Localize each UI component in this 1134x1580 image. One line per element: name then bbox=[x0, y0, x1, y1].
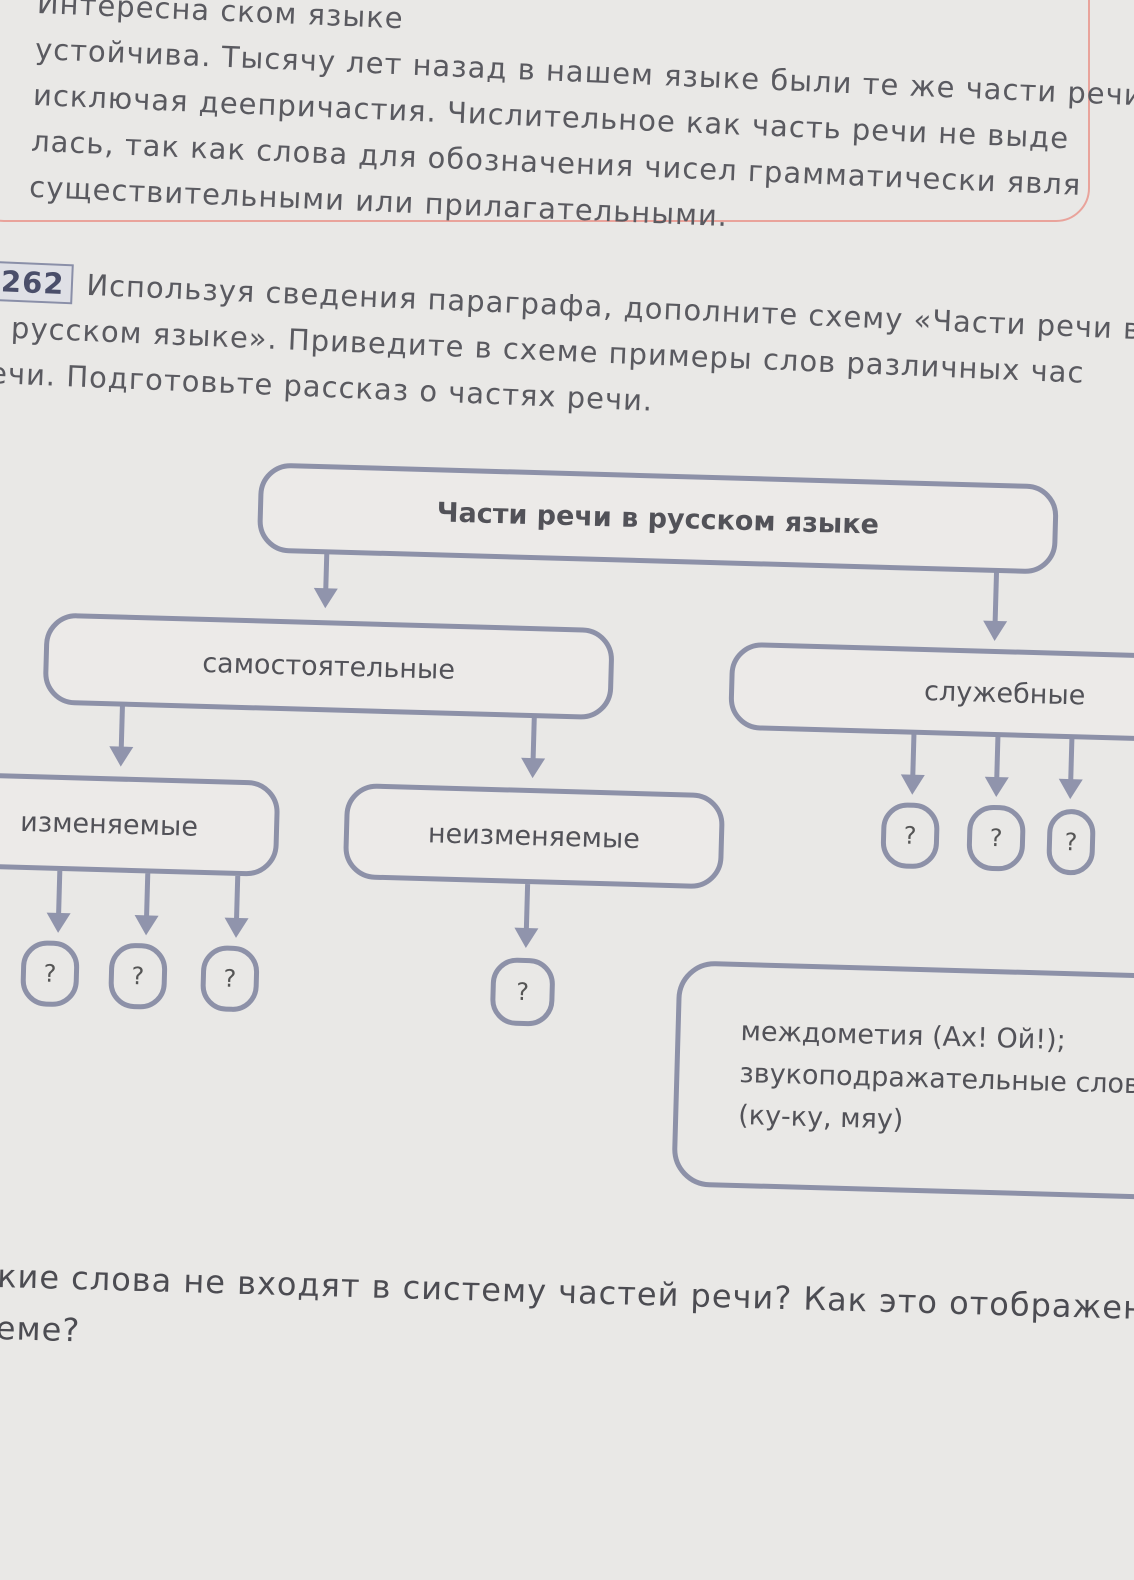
arrow-head bbox=[514, 927, 539, 948]
arrow bbox=[910, 732, 917, 777]
arrow-head bbox=[521, 757, 546, 779]
arrow-head bbox=[109, 746, 134, 767]
arrow bbox=[234, 875, 241, 920]
placeholder-box: ? bbox=[966, 804, 1027, 872]
placeholder-mark: ? bbox=[1064, 827, 1078, 857]
arrow-head bbox=[900, 774, 925, 795]
arrow-head bbox=[134, 915, 159, 936]
changeable-label: изменяемые bbox=[19, 806, 199, 843]
unchangeable-box: неизменяемые bbox=[342, 782, 726, 890]
independent-label: самостоятельные bbox=[201, 647, 456, 686]
arrow bbox=[992, 570, 1000, 624]
placeholder-box: ? bbox=[107, 942, 168, 1010]
arrow bbox=[56, 870, 63, 915]
service-label: служебные bbox=[923, 675, 1086, 712]
arrow bbox=[1068, 737, 1075, 782]
arrow bbox=[530, 716, 537, 761]
arrow bbox=[994, 735, 1001, 780]
unchangeable-label: неизменяемые bbox=[427, 817, 641, 855]
placeholder-mark: ? bbox=[223, 964, 237, 993]
placeholder-mark: ? bbox=[989, 823, 1003, 853]
placeholder-box: ? bbox=[20, 939, 80, 1008]
arrow bbox=[144, 873, 151, 918]
arrow-head bbox=[46, 912, 71, 933]
arrow-head bbox=[313, 587, 338, 609]
placeholder-box: ? bbox=[880, 801, 941, 870]
root-label: Части речи в русском языке bbox=[436, 496, 880, 541]
interjections-box: междометия (Ах! Ой!); звукоподражательны… bbox=[671, 960, 1134, 1201]
placeholder-box: ? bbox=[1046, 808, 1096, 876]
placeholder-mark: ? bbox=[131, 961, 145, 991]
service-box: служебные bbox=[728, 641, 1134, 743]
arrow-head bbox=[983, 620, 1008, 641]
interjections-text: междометия (Ах! Ой!); звукоподражательны… bbox=[738, 1011, 1134, 1149]
placeholder-mark: ? bbox=[903, 821, 917, 850]
arrow-head bbox=[224, 917, 249, 938]
arrow-head bbox=[984, 776, 1009, 798]
placeholder-box: ? bbox=[199, 944, 260, 1013]
arrow bbox=[523, 883, 531, 931]
intro-frame bbox=[0, 0, 1090, 222]
changeable-box: изменяемые bbox=[0, 771, 281, 878]
arrow bbox=[118, 704, 125, 749]
placeholder-mark: ? bbox=[515, 977, 530, 1007]
independent-box: самостоятельные bbox=[42, 612, 615, 721]
arrow-head bbox=[1058, 778, 1083, 800]
placeholder-box: ? bbox=[489, 957, 556, 1027]
placeholder-mark: ? bbox=[43, 959, 57, 988]
